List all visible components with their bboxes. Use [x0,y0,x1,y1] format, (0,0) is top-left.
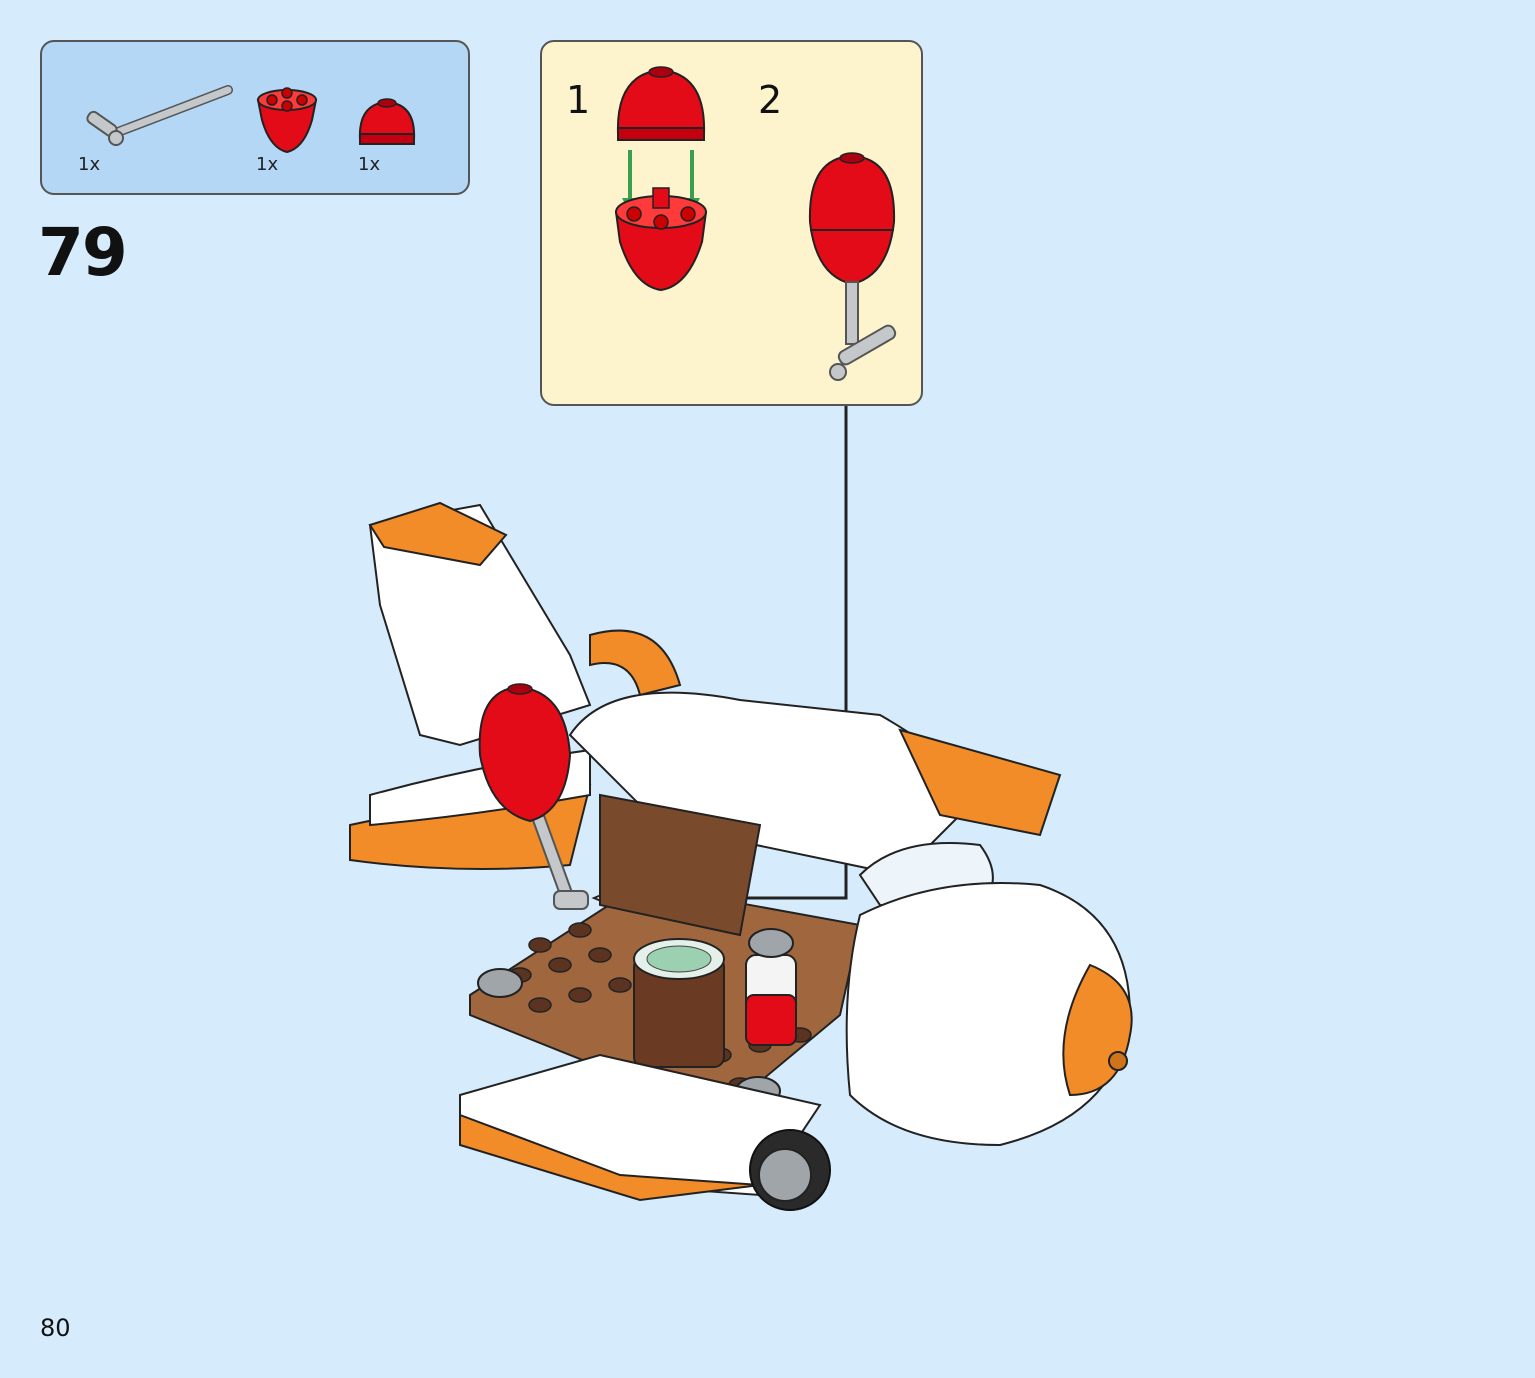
airship-model-illustration [349,501,1133,1211]
substep-number: 1 [566,78,591,122]
red-round-brick-cone-part [256,87,318,154]
part-qty: 1x [256,154,279,175]
step-number: 79 [38,214,128,291]
substep-1-illustration [614,66,708,292]
part-qty: 1x [78,154,101,175]
substep-2-illustration [808,152,897,381]
red-dome-brick-part [358,98,416,145]
bar-with-clip-part [86,85,233,146]
parts-list-panel: 1x 1x 1x [40,40,470,195]
part-qty: 1x [358,154,381,175]
page-number: 80 [40,1314,71,1342]
substep-panel: 1 2 [540,40,923,406]
substep-number: 2 [758,78,783,122]
